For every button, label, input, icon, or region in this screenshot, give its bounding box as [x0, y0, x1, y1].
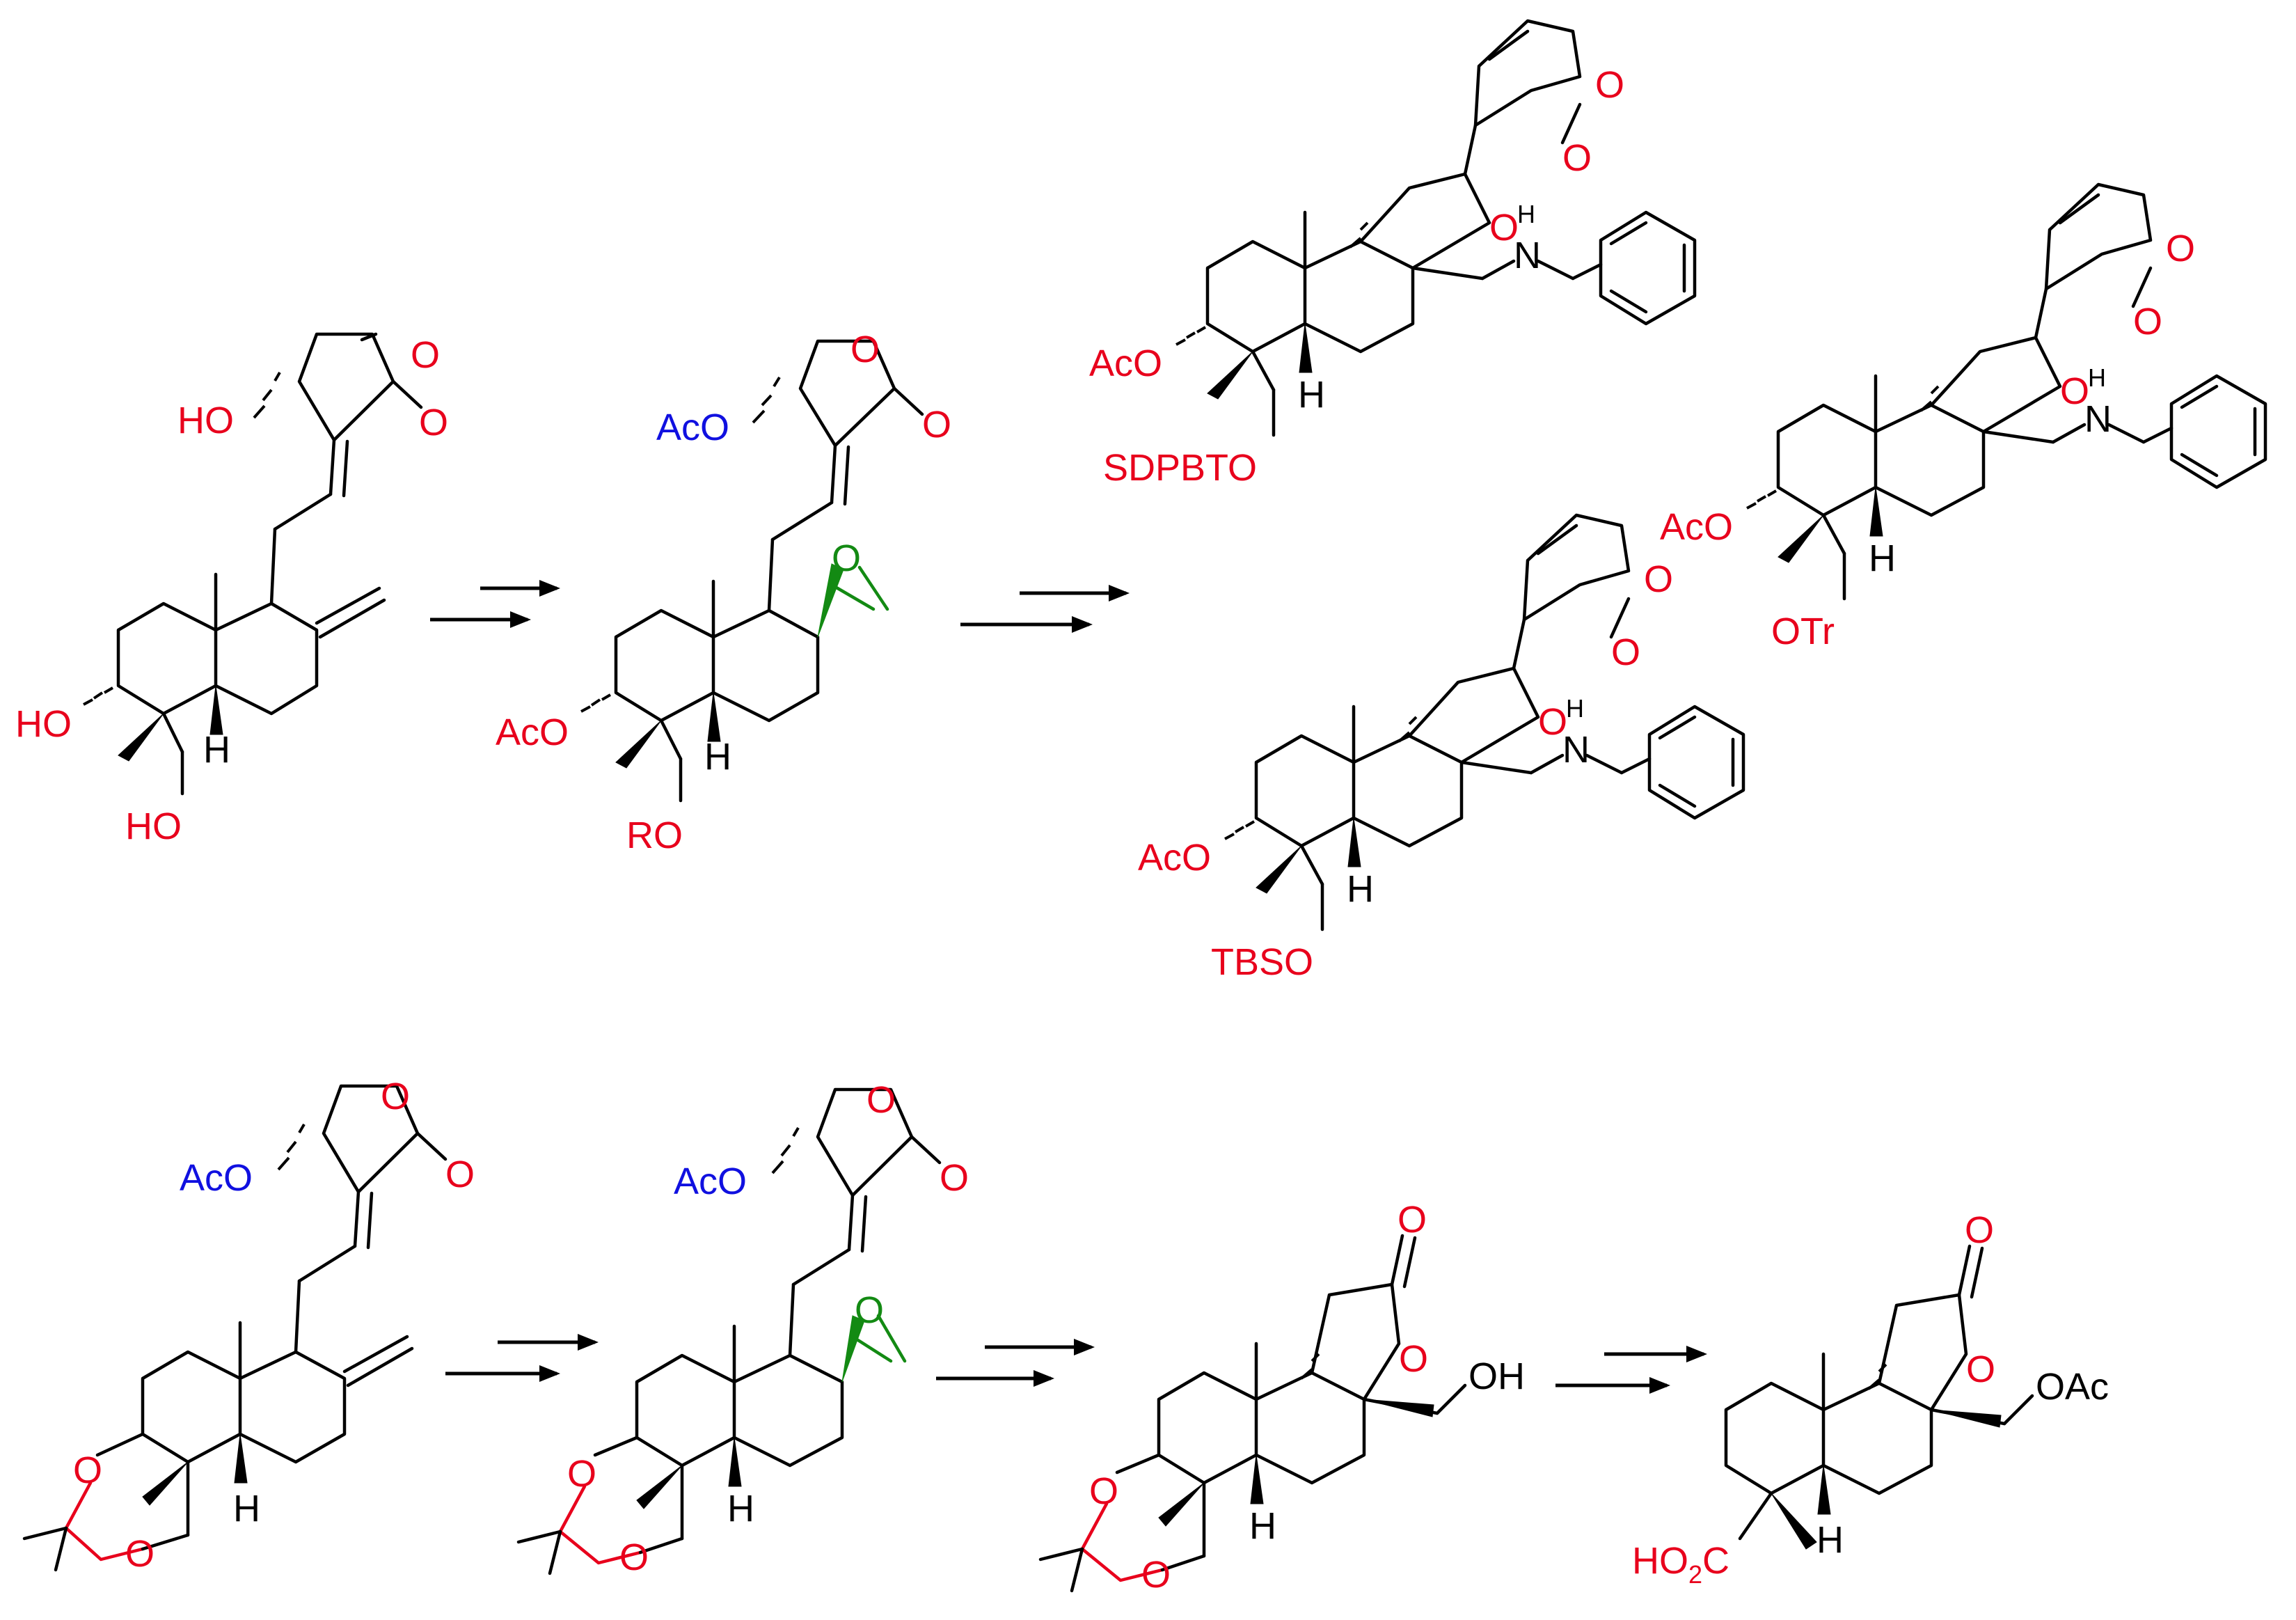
s9-acid-subscript: 2 — [1688, 1560, 1702, 1589]
s4-thf-oxygen-label: O — [1538, 701, 1567, 743]
s6-acetate-label: AcO — [180, 1157, 253, 1199]
structure-acetonide-epoxide: O O AcO O O O H — [516, 1079, 969, 1578]
s9-acid-ho: HO — [1632, 1540, 1688, 1582]
s2-epoxide-oxygen-label: O — [832, 537, 861, 579]
s5-nitrogen-label: N — [2084, 398, 2112, 440]
s3-nh-hydrogen-label: H — [1517, 200, 1535, 228]
s6-hydrogen-label: H — [233, 1488, 260, 1529]
s5-hydrogen-label: H — [1869, 537, 1896, 579]
arrow-4a — [985, 1339, 1095, 1355]
s3-carbonyl-oxygen-label: O — [1562, 137, 1592, 179]
s4-nitrogen-label: N — [1562, 729, 1590, 771]
s6-ring-oxygen-label: O — [381, 1076, 410, 1117]
s9-lactone-oxygen-label: O — [1966, 1348, 1995, 1390]
s1-hydroxyl-label: HO — [177, 400, 234, 441]
structure-tbso-analog: O O O H N AcO H TBSO — [1138, 513, 1745, 983]
s8-acetal-oxygen-1-label: O — [1089, 1470, 1118, 1512]
s9-acid-c: C — [1702, 1540, 1729, 1582]
structure-trityl-analog: O O O H N AcO H OTr — [1660, 182, 2267, 652]
s6-carbonyl-oxygen-label: O — [445, 1154, 475, 1195]
s5-nh-hydrogen-label: H — [2088, 363, 2106, 392]
s2-acetate-label: AcO — [656, 407, 729, 448]
s6-acetal-oxygen-1-label: O — [73, 1449, 102, 1491]
s2-ring-oxygen-label: O — [850, 329, 880, 370]
s8-acetal-oxygen-2-label: O — [1141, 1554, 1171, 1596]
s2-ro-label: RO — [626, 815, 683, 856]
structure-epoxide-intermediate: O O AcO O AcO H RO — [496, 329, 951, 856]
s5-thf-oxygen-label: O — [2060, 370, 2089, 412]
arrow-5b — [1555, 1377, 1670, 1394]
structure-lactone-alcohol: O O OH O O H — [1038, 1199, 1525, 1596]
structure-sdpbto-analog: O O O H N AcO H SDPBTO — [1089, 19, 1697, 489]
s8-carbonyl-oxygen-label: O — [1398, 1199, 1427, 1241]
s3-thf-oxygen-label: O — [1489, 207, 1519, 249]
arrow-3a — [498, 1334, 599, 1351]
s5-acetate-label: AcO — [1660, 506, 1733, 548]
s7-ring-oxygen-label: O — [866, 1079, 896, 1121]
s7-hydrogen-label: H — [727, 1488, 754, 1529]
s6-acetal-oxygen-2-label: O — [125, 1533, 155, 1575]
s9-carbonyl-oxygen-label: O — [1965, 1209, 1994, 1251]
s4-tbso-label: TBSO — [1211, 941, 1313, 983]
s9-hydrogen-label: H — [1816, 1519, 1844, 1561]
s7-acetal-oxygen-2-label: O — [619, 1536, 649, 1578]
structure-andrographolide: O O HO HO H HO — [15, 332, 448, 847]
s1-c19-hydroxyl-label: HO — [125, 805, 182, 847]
s4-acetate-label: AcO — [1138, 837, 1211, 879]
structure-acetonide: O O AcO O O H — [22, 1076, 475, 1575]
s5-ring-oxygen-label: O — [2166, 228, 2195, 269]
s4-hydrogen-label: H — [1347, 868, 1374, 910]
arrow-5a — [1604, 1346, 1707, 1362]
s7-carbonyl-oxygen-label: O — [940, 1157, 969, 1199]
s1-c3-hydroxyl-label: HO — [15, 703, 72, 745]
structure-acid-acetate: O O OAc HO2C H — [1632, 1209, 2109, 1589]
arrow-3b — [445, 1365, 560, 1382]
s8-lactone-oxygen-label: O — [1399, 1338, 1428, 1380]
arrow-1b — [430, 611, 531, 628]
s1-ring-oxygen-label: O — [411, 334, 440, 376]
s8-hydroxyl-label: OH — [1468, 1355, 1525, 1397]
s4-carbonyl-oxygen-label: O — [1611, 631, 1640, 673]
s4-nh-hydrogen-label: H — [1566, 694, 1584, 723]
s3-hydrogen-label: H — [1298, 374, 1325, 416]
arrow-2a — [1020, 585, 1130, 601]
arrow-2b — [960, 616, 1093, 633]
s7-acetate-label: AcO — [674, 1161, 747, 1202]
s9-carboxylic-acid-label: HO2C — [1632, 1540, 1729, 1589]
s1-hydrogen-label: H — [203, 729, 230, 771]
s2-carbonyl-oxygen-label: O — [922, 404, 951, 446]
s8-hydrogen-label: H — [1249, 1505, 1276, 1547]
s3-sdpbto-label: SDPBTO — [1103, 447, 1257, 489]
s4-ring-oxygen-label: O — [1644, 558, 1673, 600]
s5-carbonyl-oxygen-label: O — [2133, 301, 2162, 343]
s3-acetate-label: AcO — [1089, 343, 1162, 384]
s1-carbonyl-oxygen-label: O — [419, 402, 448, 443]
arrow-1a — [480, 580, 560, 597]
s5-otr-label: OTr — [1771, 611, 1835, 652]
s7-epoxide-oxygen-label: O — [855, 1289, 884, 1331]
s2-hydrogen-label: H — [704, 736, 731, 778]
s3-ring-oxygen-label: O — [1595, 64, 1624, 106]
s9-acetate-label: OAc — [2036, 1366, 2109, 1408]
arrow-4b — [936, 1370, 1054, 1387]
s3-nitrogen-label: N — [1514, 235, 1541, 276]
s2-c3-acetate-label: AcO — [496, 711, 569, 753]
s7-acetal-oxygen-1-label: O — [567, 1453, 596, 1495]
